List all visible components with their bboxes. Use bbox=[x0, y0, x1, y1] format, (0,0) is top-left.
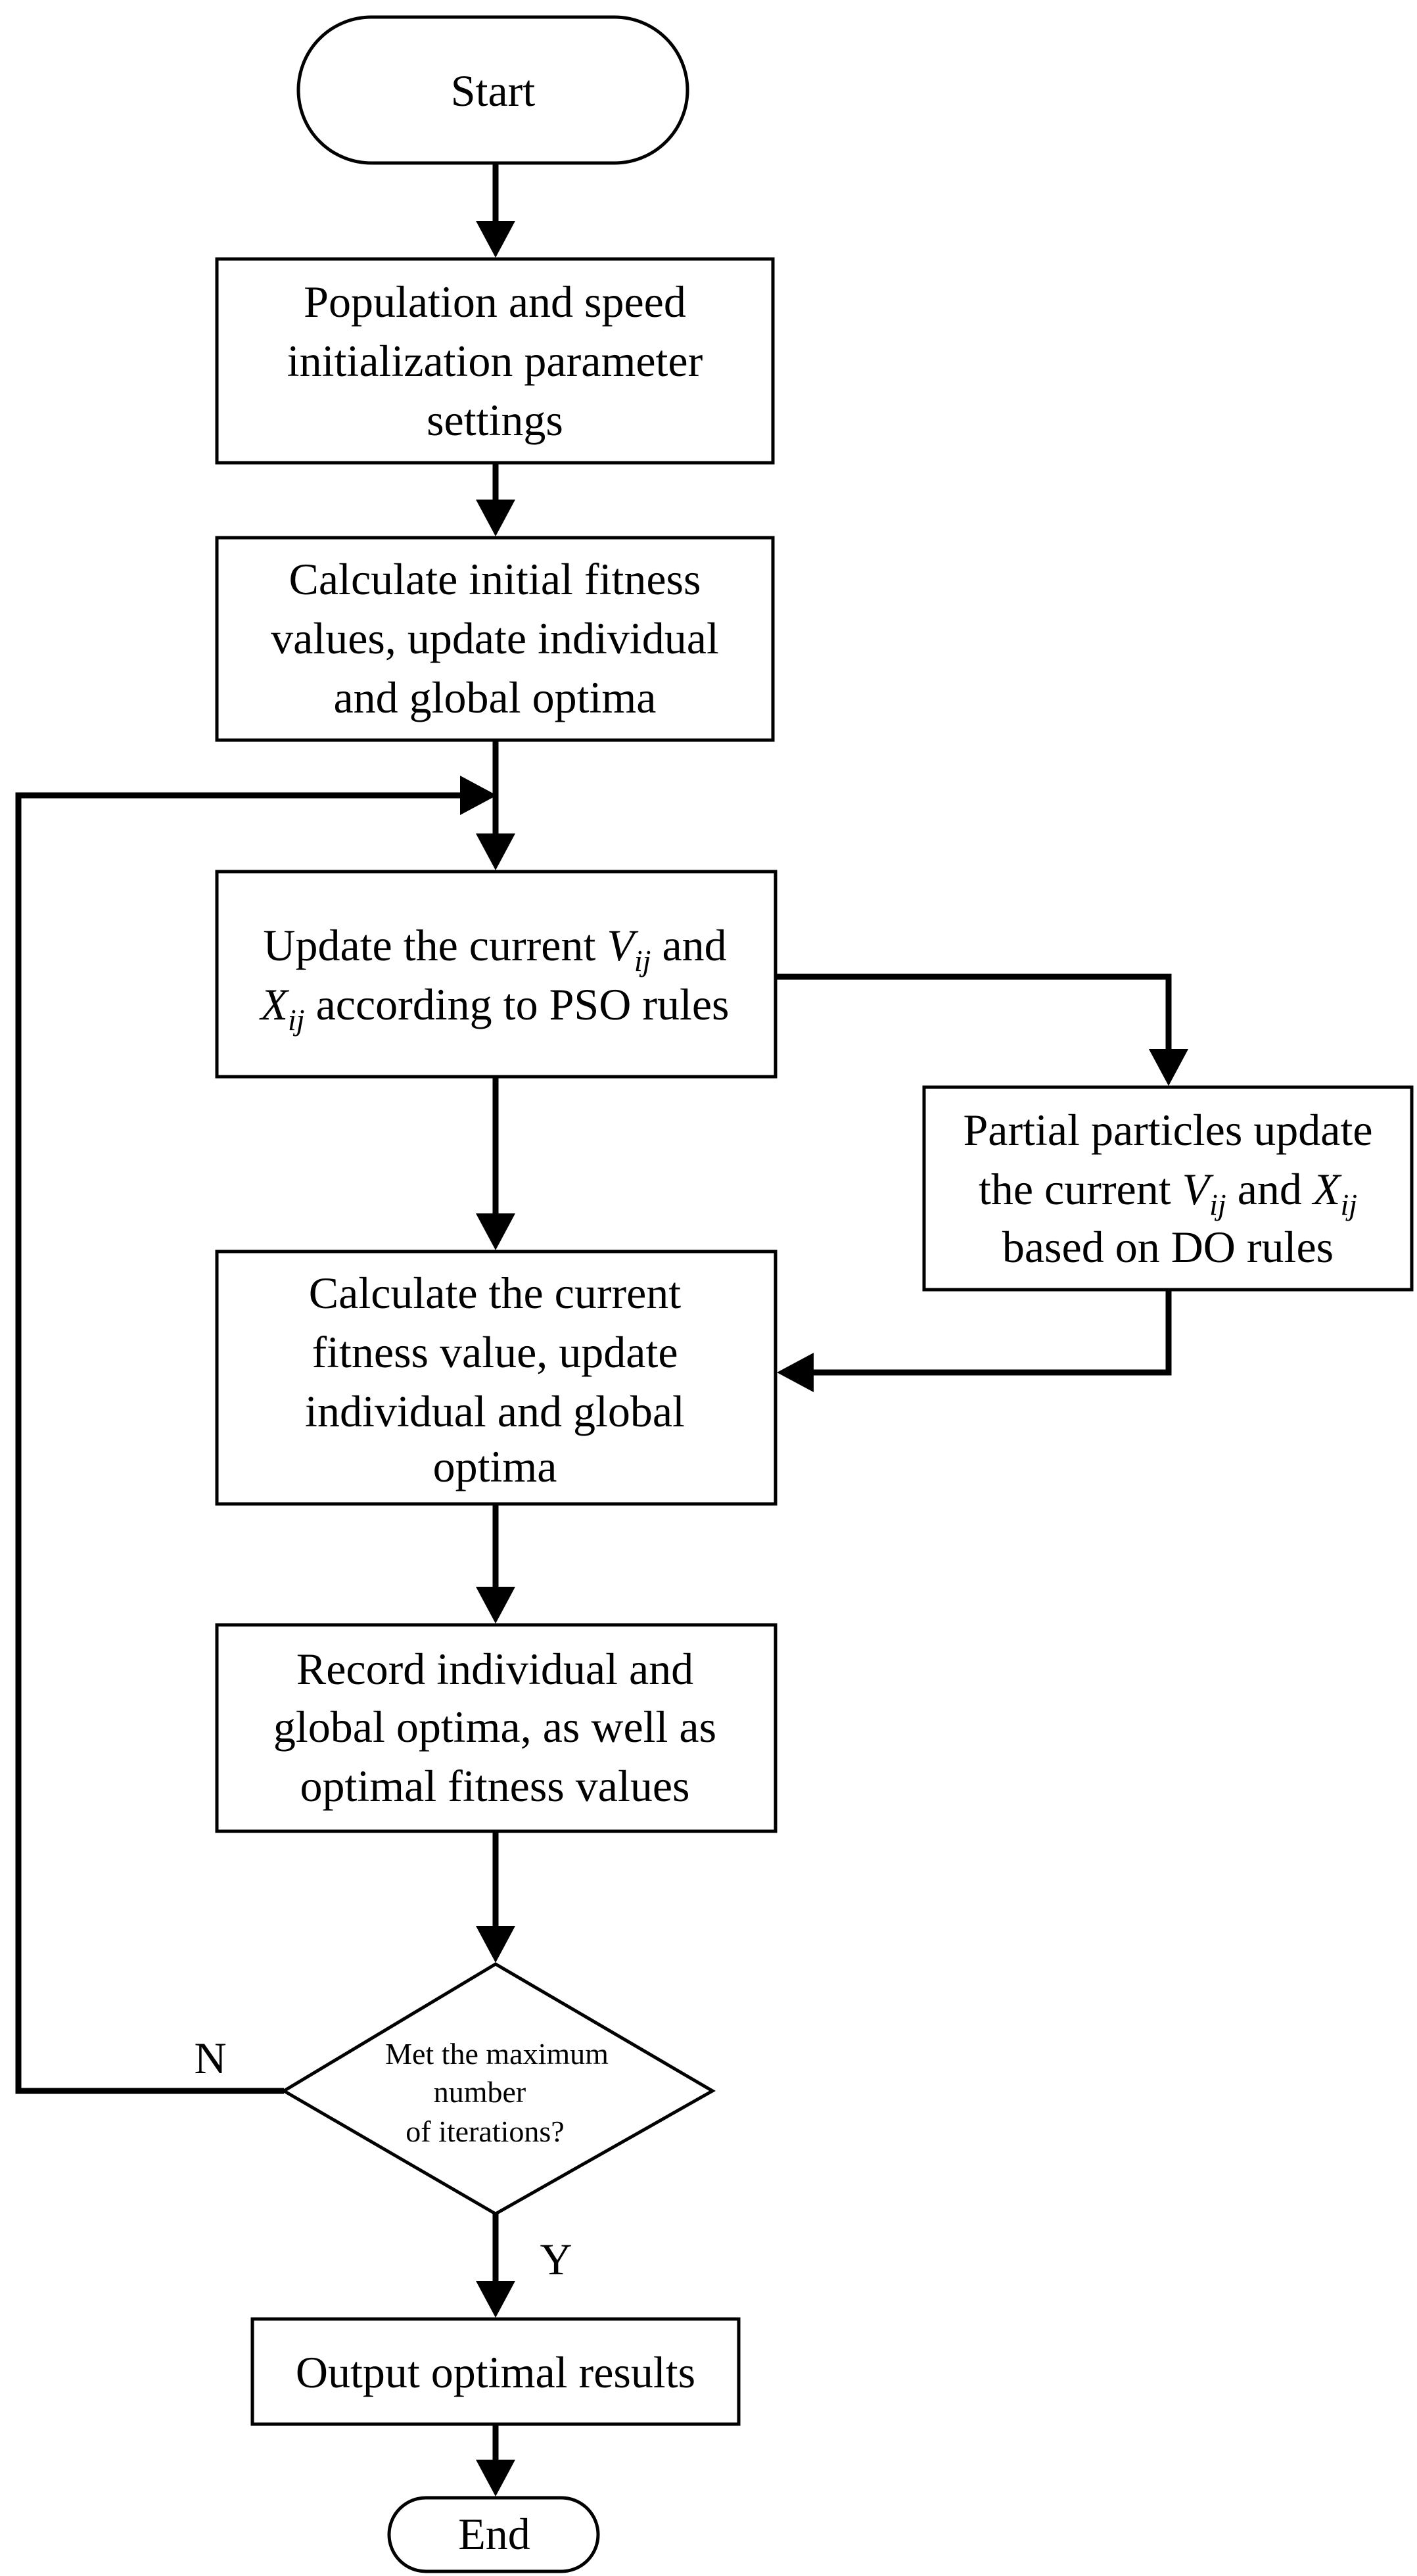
decision-line-3: of iterations? bbox=[406, 2115, 564, 2148]
pso-var-x: X bbox=[258, 979, 289, 1029]
start-terminator bbox=[296, 15, 689, 165]
pso-update-node: Update the current Vij and Xij according… bbox=[215, 870, 778, 1079]
loop-back-connector bbox=[15, 792, 460, 2094]
decision-line-2: number bbox=[434, 2075, 526, 2109]
initial-fitness-box bbox=[215, 536, 775, 742]
do-var-x-sub: ij bbox=[1340, 1188, 1357, 1221]
do-update-box bbox=[922, 1085, 1414, 1292]
record-box bbox=[215, 1623, 778, 1833]
arrowhead-current-fitness bbox=[476, 1213, 515, 1250]
connector-do-to-current-fitness bbox=[812, 1290, 1172, 1376]
init-node: Population and speed initialization para… bbox=[215, 257, 775, 465]
decision-line-1: Met the maximum bbox=[385, 2037, 609, 2071]
arrowhead-initial-fitness bbox=[476, 500, 515, 536]
arrowhead-record bbox=[476, 1587, 515, 1624]
arrowhead-current-fitness-right bbox=[777, 1353, 814, 1392]
init-line-3: settings bbox=[427, 395, 563, 445]
arrowhead-output bbox=[476, 2281, 515, 2318]
end-label: End bbox=[458, 2509, 530, 2559]
pso-update-line-1: Update the current Vij and bbox=[263, 920, 726, 977]
do-update-line-2: the current Vij and Xij bbox=[979, 1164, 1357, 1221]
do-line2-prefix: the current bbox=[979, 1164, 1182, 1214]
end-node: End bbox=[387, 2496, 600, 2573]
current-fitness-box bbox=[215, 1250, 778, 1506]
do-var-v: V bbox=[1182, 1164, 1215, 1214]
do-update-line-3: based on DO rules bbox=[1002, 1222, 1334, 1272]
connector-pso-to-do bbox=[776, 973, 1172, 1050]
init-line-2: initialization parameter bbox=[287, 336, 703, 386]
arrowhead-init bbox=[476, 221, 515, 258]
output-box bbox=[250, 2317, 741, 2426]
start-node: Start bbox=[296, 15, 689, 165]
pso-line1-prefix: Update the current bbox=[263, 920, 607, 970]
output-label: Output optimal results bbox=[296, 2347, 695, 2397]
init-line-1: Population and speed bbox=[304, 277, 686, 327]
pso-update-line-2: Xij according to PSO rules bbox=[258, 979, 729, 1037]
yes-branch-label: Y bbox=[540, 2234, 572, 2284]
connectors bbox=[15, 163, 1188, 2496]
initial-fitness-line-2: values, update individual bbox=[271, 613, 719, 663]
current-fitness-node: Calculate the current fitness value, upd… bbox=[215, 1250, 778, 1506]
current-fitness-line-4: optima bbox=[433, 1441, 557, 1491]
do-var-x: X bbox=[1311, 1164, 1342, 1214]
pso-var-x-sub: ij bbox=[288, 1003, 305, 1037]
record-line-3: optimal fitness values bbox=[300, 1761, 689, 1811]
end-terminator bbox=[387, 2496, 600, 2573]
decision-diamond bbox=[281, 1962, 716, 2216]
do-var-v-sub: ij bbox=[1209, 1188, 1226, 1221]
arrowhead-loop-back bbox=[460, 776, 497, 815]
pso-var-v: V bbox=[607, 920, 639, 970]
current-fitness-line-3: individual and global bbox=[305, 1386, 685, 1436]
initial-fitness-line-3: and global optima bbox=[333, 672, 656, 722]
output-node: Output optimal results bbox=[250, 2317, 741, 2426]
record-node: Record individual and global optima, as … bbox=[215, 1623, 778, 1833]
no-branch-label: N bbox=[194, 2033, 226, 2083]
pso-update-box bbox=[215, 870, 778, 1079]
do-update-line-1: Partial particles update bbox=[963, 1105, 1372, 1155]
arrowhead-end bbox=[476, 2460, 515, 2496]
pso-var-v-sub: ij bbox=[634, 944, 651, 977]
decision-node: Met the maximum number of iterations? bbox=[281, 1962, 716, 2216]
initial-fitness-line-1: Calculate initial fitness bbox=[289, 554, 701, 604]
pso-line2-suffix: according to PSO rules bbox=[305, 979, 730, 1029]
current-fitness-line-1: Calculate the current bbox=[309, 1268, 681, 1318]
init-box bbox=[215, 257, 775, 465]
record-line-1: Record individual and bbox=[296, 1644, 693, 1694]
current-fitness-line-2: fitness value, update bbox=[312, 1327, 678, 1377]
initial-fitness-node: Calculate initial fitness values, update… bbox=[215, 536, 775, 742]
do-line2-mid: and bbox=[1226, 1164, 1313, 1214]
pso-line1-suffix: and bbox=[651, 920, 726, 970]
do-update-node: Partial particles update the current Vij… bbox=[922, 1085, 1414, 1292]
record-line-2: global optima, as well as bbox=[273, 1702, 716, 1752]
start-label: Start bbox=[451, 66, 536, 116]
arrowhead-pso-update bbox=[476, 833, 515, 870]
arrowhead-decision bbox=[476, 1926, 515, 1963]
arrowhead-do-update bbox=[1149, 1049, 1188, 1086]
